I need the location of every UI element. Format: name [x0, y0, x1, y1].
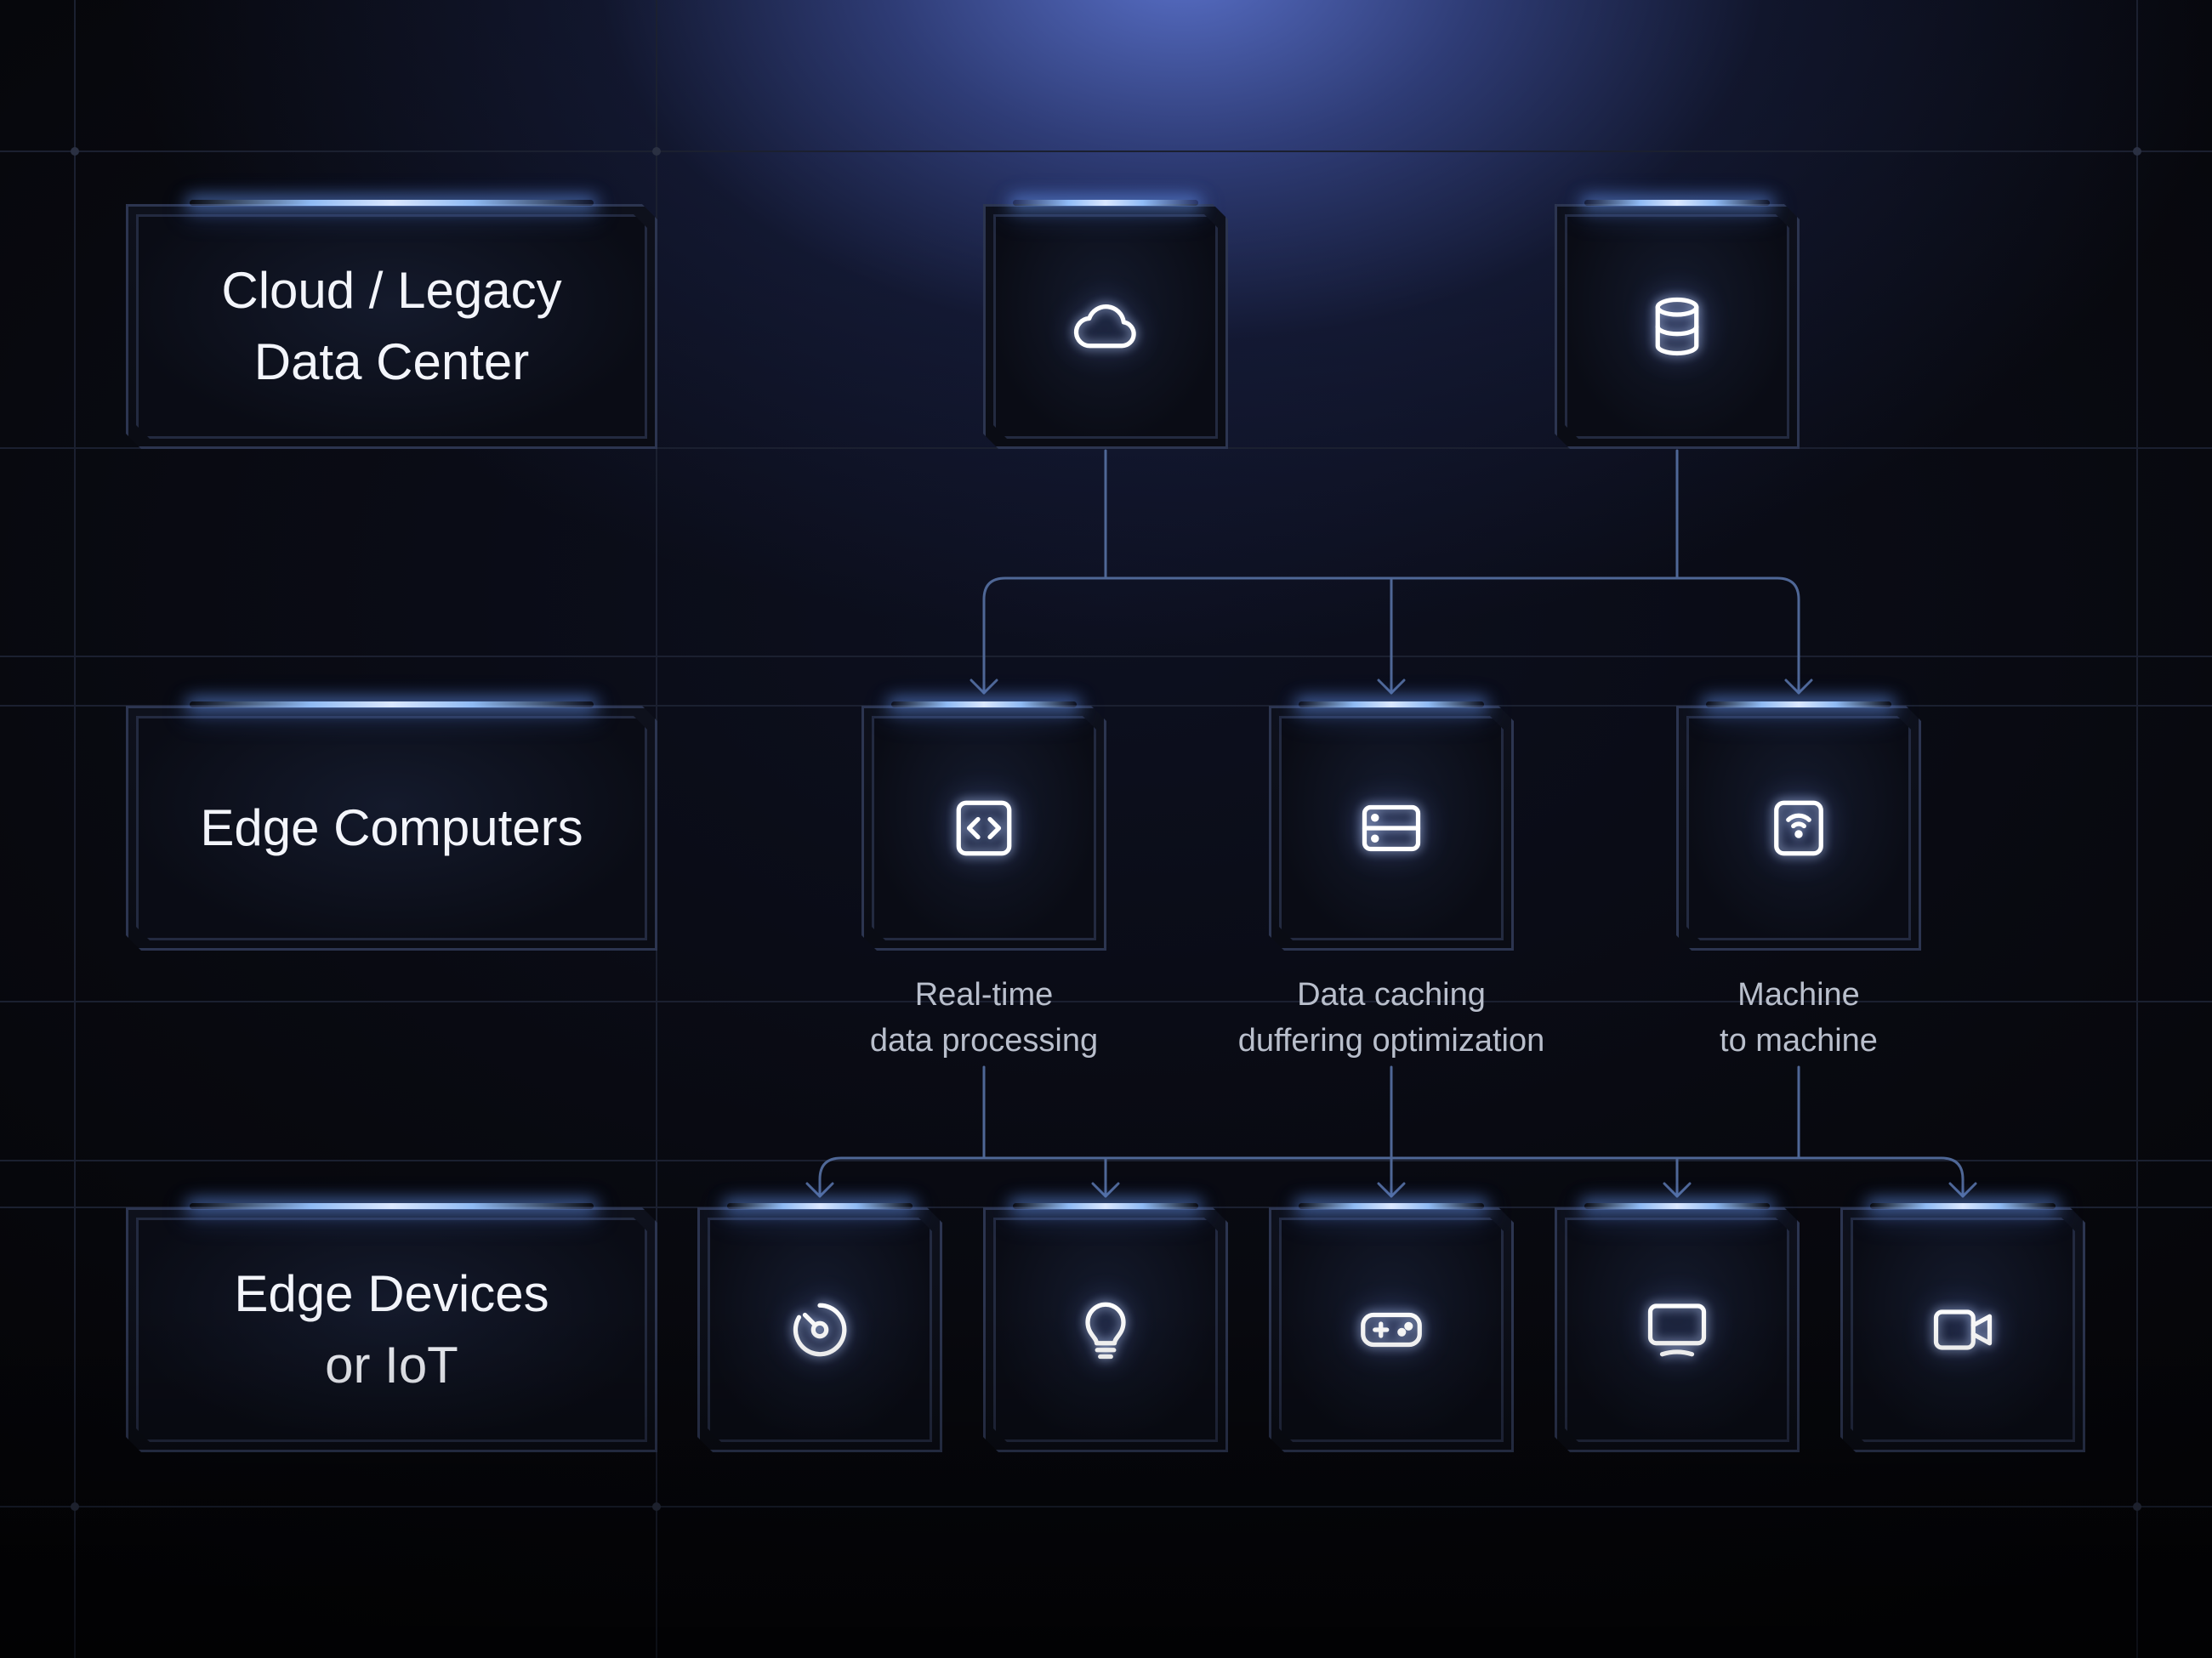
cloud-icon	[1070, 291, 1141, 362]
level-title-cloud: Cloud / Legacy Data Center	[221, 262, 562, 390]
level-title-edge-devices: Edge Devices or IoT	[234, 1265, 549, 1394]
sensor-gauge-icon	[784, 1294, 856, 1366]
device-monitor	[1555, 1203, 1800, 1452]
level-title-edge-computers: Edge Computers	[200, 799, 583, 856]
caption-caching: Data caching duffering optimization	[1237, 977, 1545, 1059]
gamepad-icon	[1356, 1294, 1427, 1366]
node-database	[1555, 200, 1800, 449]
node-machine-to-machine	[1676, 701, 1921, 951]
level-label-cloud: Cloud / Legacy Data Center	[126, 200, 657, 449]
caption-realtime: Real-time data processing	[869, 977, 1099, 1059]
node-data-caching	[1269, 701, 1514, 951]
level-label-edge-devices: Edge Devices or IoT	[126, 1203, 657, 1452]
server-icon	[1356, 792, 1427, 864]
device-gamepad	[1269, 1203, 1514, 1452]
database-icon	[1641, 291, 1713, 362]
device-lightbulb	[983, 1203, 1228, 1452]
level-label-edge-computers: Edge Computers	[126, 701, 657, 951]
wifi-device-icon	[1763, 792, 1834, 864]
node-realtime-processing	[861, 701, 1106, 951]
lightbulb-icon	[1070, 1294, 1141, 1366]
node-cloud	[983, 200, 1228, 449]
caption-m2m: Machine to machine	[1720, 977, 1878, 1059]
monitor-icon	[1641, 1294, 1713, 1366]
video-camera-icon	[1927, 1294, 1999, 1366]
device-camera	[1840, 1203, 2085, 1452]
device-sensor	[697, 1203, 942, 1452]
code-icon	[948, 792, 1020, 864]
